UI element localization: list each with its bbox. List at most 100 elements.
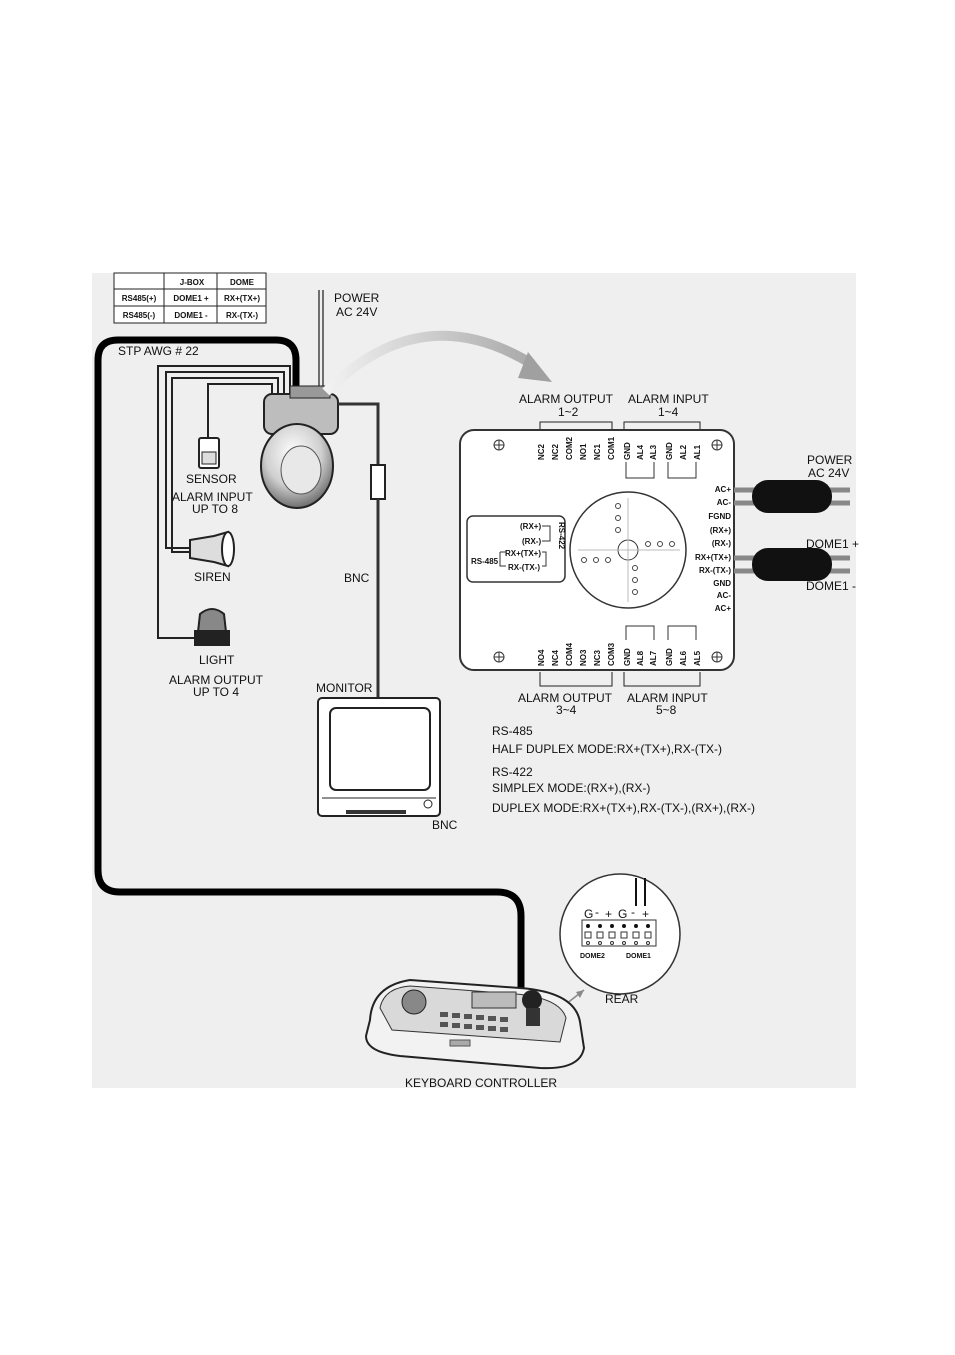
terminal-label: NC2 bbox=[551, 443, 560, 460]
terminal-label: RX+(TX+) bbox=[695, 553, 731, 562]
power-voltage-label: AC 24V bbox=[336, 305, 377, 319]
terminal-label: GND bbox=[713, 579, 731, 588]
terminal-label: (RX+) bbox=[710, 526, 731, 535]
dome-camera bbox=[260, 385, 339, 509]
right-terminal-strip: AC+ AC- FGND (RX+) (RX-) RX+(TX+) RX-(TX… bbox=[695, 485, 731, 613]
terminal-label: GND bbox=[665, 442, 674, 460]
terminal-label: COM4 bbox=[565, 642, 574, 666]
terminal-label: GND bbox=[665, 648, 674, 666]
sensor-device bbox=[198, 437, 220, 469]
power-cable-right bbox=[734, 480, 850, 513]
board-bottom-output-label: ALARM OUTPUT bbox=[518, 691, 613, 705]
alarm-wire-harness bbox=[157, 365, 291, 639]
monitor-bnc-label: BNC bbox=[432, 818, 458, 832]
board-screw-holes bbox=[493, 439, 723, 663]
terminal-label: NO4 bbox=[537, 649, 546, 666]
terminal-label: NO3 bbox=[579, 649, 588, 666]
pin-label: + bbox=[605, 907, 612, 921]
dome1-label: DOME1 bbox=[626, 953, 651, 960]
rs485-cable bbox=[94, 336, 525, 990]
rs422-label: RS-422 bbox=[557, 522, 566, 550]
terminal-label: NC3 bbox=[593, 649, 602, 666]
power-right-label: POWER bbox=[807, 453, 853, 467]
terminal-label: AL7 bbox=[649, 650, 658, 666]
terminal-label: NC2 bbox=[537, 443, 546, 460]
light-label: LIGHT bbox=[199, 653, 235, 667]
bottom-input-jumper bbox=[667, 625, 697, 640]
terminal-label: AL8 bbox=[636, 650, 645, 666]
top-input-jumper bbox=[667, 462, 697, 479]
bottom-output-bracket bbox=[539, 672, 613, 687]
note-line: DUPLEX MODE:RX+(TX+),RX-(TX-),(RX+),(RX-… bbox=[492, 801, 755, 815]
sensor-label: SENSOR bbox=[186, 472, 237, 486]
pin-label: G bbox=[584, 907, 593, 921]
table-cell: RX-(TX-) bbox=[226, 311, 258, 320]
dome-cable-right bbox=[734, 548, 850, 581]
power-right-voltage: AC 24V bbox=[808, 466, 849, 480]
table-cell: RS485(+) bbox=[122, 294, 157, 303]
dome-plus-label: DOME1 + bbox=[806, 537, 859, 551]
table-cell: DOME1 + bbox=[173, 294, 209, 303]
terminal-label: AC- bbox=[717, 591, 732, 600]
board-bottom-output-range: 3~4 bbox=[556, 703, 577, 717]
terminal-label: AC+ bbox=[715, 604, 732, 613]
alarm-output-label: ALARM OUTPUT bbox=[169, 673, 264, 687]
dome2-label: DOME2 bbox=[580, 953, 605, 960]
diagram-background bbox=[92, 273, 856, 1088]
rs-inset-box: (RX+) (RX-) RX+(TX+) RX-(TX-) RS-485 RS-… bbox=[466, 515, 566, 583]
terminal-label: AL2 bbox=[679, 444, 688, 460]
terminal-label: NO1 bbox=[579, 443, 588, 460]
terminal-label: GND bbox=[623, 648, 632, 666]
alarm-output-count-label: UP TO 4 bbox=[193, 685, 239, 699]
monitor-label: MONITOR bbox=[316, 681, 373, 695]
terminal-label: AC+ bbox=[715, 485, 732, 494]
note-line: HALF DUPLEX MODE:RX+(TX+),RX-(TX-) bbox=[492, 742, 722, 756]
bottom-input-bracket bbox=[623, 672, 701, 687]
table-header-jbox: J-BOX bbox=[180, 278, 205, 287]
pin-label: + bbox=[642, 907, 649, 921]
inset-label: (RX-) bbox=[522, 537, 541, 546]
note-line: SIMPLEX MODE:(RX+),(RX-) bbox=[492, 781, 650, 795]
terminal-label: AL6 bbox=[679, 650, 688, 666]
table-cell: RS485(-) bbox=[123, 311, 156, 320]
inset-label: RX-(TX-) bbox=[508, 563, 540, 572]
alarm-input-label: ALARM INPUT bbox=[172, 490, 253, 504]
top-terminal-strip: NC2 NC2 COM2 NO1 NC1 COM1 GND AL4 AL3 GN… bbox=[537, 436, 702, 460]
board-top-output-label: ALARM OUTPUT bbox=[519, 392, 614, 406]
terminal-label: GND bbox=[623, 442, 632, 460]
inset-label: (RX+) bbox=[520, 522, 541, 531]
inset-label: RX+(TX+) bbox=[505, 549, 541, 558]
terminal-label: NC4 bbox=[551, 649, 560, 666]
terminal-label: (RX-) bbox=[712, 539, 731, 548]
terminal-label: COM1 bbox=[607, 436, 616, 460]
table-cell: RX+(TX+) bbox=[224, 294, 260, 303]
keyboard-controller-label: KEYBOARD CONTROLLER bbox=[405, 1076, 557, 1090]
board-center-mount bbox=[569, 491, 687, 609]
bottom-terminal-strip: NO4 NC4 COM4 NO3 NC3 COM3 GND AL8 AL7 GN… bbox=[537, 642, 702, 666]
power-label: POWER bbox=[334, 291, 380, 305]
keyboard-controller bbox=[364, 978, 586, 1070]
terminal-label: COM3 bbox=[607, 642, 616, 666]
light-device bbox=[194, 608, 230, 646]
terminal-label: AL4 bbox=[636, 444, 645, 460]
top-input-jumper bbox=[625, 462, 655, 479]
callout-arrowhead bbox=[518, 352, 552, 382]
pin-label: G bbox=[618, 907, 627, 921]
wiring-table: J-BOX DOME RS485(+) DOME1 + RX+(TX+) RS4… bbox=[113, 272, 267, 324]
terminal-label: AL1 bbox=[693, 444, 702, 460]
dome-minus-label: DOME1 - bbox=[806, 579, 856, 593]
monitor-device bbox=[317, 697, 441, 817]
note-line: RS-422 bbox=[492, 765, 533, 779]
terminal-label: AL5 bbox=[693, 650, 702, 666]
bnc-cable bbox=[338, 402, 380, 465]
pin-label: - bbox=[631, 905, 635, 919]
note-line: RS-485 bbox=[492, 724, 533, 738]
terminal-label: FGND bbox=[708, 512, 731, 521]
siren-label: SIREN bbox=[194, 570, 231, 584]
bnc-connector bbox=[370, 464, 386, 500]
terminal-label: RX-(TX-) bbox=[699, 566, 731, 575]
board-bottom-input-label: ALARM INPUT bbox=[627, 691, 708, 705]
terminal-label: NC1 bbox=[593, 443, 602, 460]
